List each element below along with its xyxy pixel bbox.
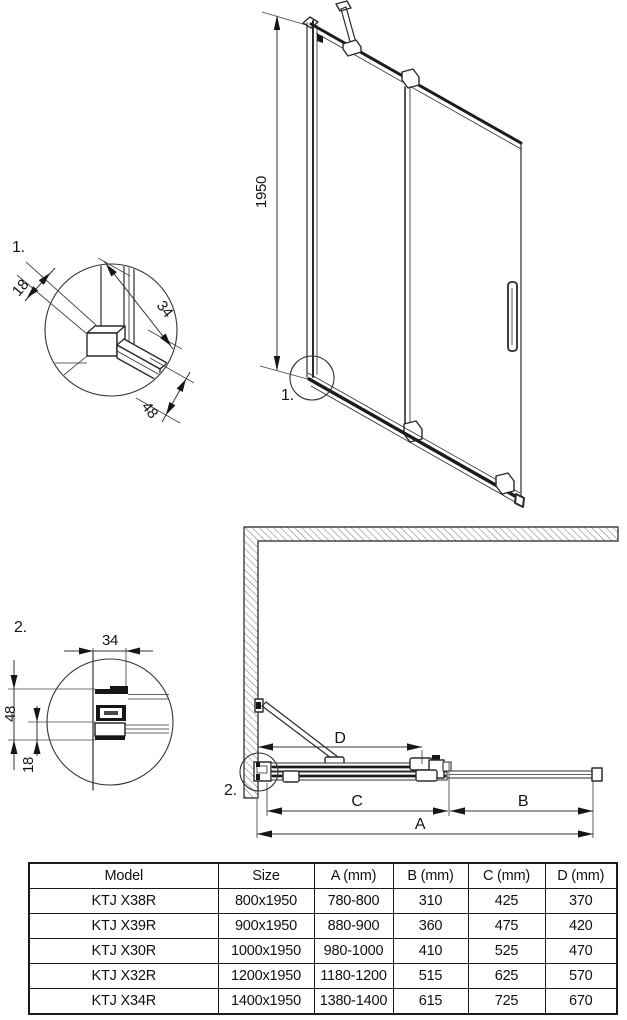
table-cell-size: 1200x1950 [217, 963, 315, 989]
table-cell-c: 425 [467, 888, 546, 914]
table-row: KTJ X38R 800x1950 780-800 310 425 370 [28, 888, 618, 914]
detail-1-view: 1. 18 [9, 239, 195, 424]
table-cell-d: 670 [544, 988, 618, 1015]
table-cell-size: 1400x1950 [217, 988, 315, 1015]
table-cell-d: 570 [544, 963, 618, 989]
detail-2-dim-48-label: 48 [2, 706, 19, 722]
detail-2-dim-48: 48 [2, 660, 95, 770]
door-handle [507, 281, 518, 352]
dimension-c: C [266, 762, 450, 816]
detail-1-dim-18: 18 [9, 261, 97, 335]
dimension-a: A [256, 799, 593, 838]
support-bar [335, 0, 362, 57]
middle-post [401, 68, 423, 443]
column-header-d: D (mm) [544, 862, 618, 889]
plan-view: 2. D C B [224, 526, 619, 838]
callout-2-label: 2. [224, 782, 237, 799]
callout-2: 2. [224, 752, 279, 799]
detail-1-title: 1. [12, 239, 25, 256]
bottom-rail [307, 372, 525, 508]
table-cell-model: KTJ X39R [28, 913, 219, 939]
detail-2-dim-34: 34 [64, 632, 153, 686]
technical-drawing: 1950 [2, 0, 619, 838]
height-dimension: 1950 [253, 11, 314, 381]
wall-section [243, 526, 619, 799]
table-cell-a: 980-1000 [313, 938, 394, 964]
table-cell-b: 310 [392, 888, 469, 914]
detail-1-dim-34: 34 [97, 257, 183, 350]
table-cell-c: 525 [467, 938, 546, 964]
front-perspective-view: 1950 [253, 0, 525, 508]
column-header-model: Model [28, 862, 219, 889]
table-cell-a: 880-900 [313, 913, 394, 939]
table-cell-a: 1180-1200 [313, 963, 394, 989]
plan-sliding-panel [446, 767, 603, 782]
table-cell-size: 800x1950 [217, 888, 315, 914]
table-cell-model: KTJ X34R [28, 988, 219, 1015]
callout-1: 1. [281, 355, 335, 404]
table-header-row: Model Size A (mm) B (mm) C (mm) D (mm) [28, 862, 618, 889]
table-cell-c: 475 [467, 913, 546, 939]
table-cell-b: 410 [392, 938, 469, 964]
callout-1-label: 1. [281, 387, 294, 404]
dimension-d: D [258, 730, 423, 764]
height-dimension-label: 1950 [253, 176, 270, 208]
wall-profile-post [302, 16, 323, 378]
table-row: KTJ X30R 1000x1950 980-1000 410 525 470 [28, 938, 618, 964]
table-cell-c: 725 [467, 988, 546, 1015]
table-row: KTJ X39R 900x1950 880-900 360 475 420 [28, 913, 618, 939]
table-row: KTJ X34R 1400x1950 1380-1400 615 725 670 [28, 988, 618, 1015]
table-cell-d: 370 [544, 888, 618, 914]
spec-table: Model Size A (mm) B (mm) C (mm) D (mm) K… [28, 862, 618, 1015]
table-cell-d: 470 [544, 938, 618, 964]
plan-support-bar [254, 698, 345, 770]
table-cell-a: 1380-1400 [313, 988, 394, 1015]
table-row: KTJ X32R 1200x1950 1180-1200 515 625 570 [28, 963, 618, 989]
table-cell-b: 615 [392, 988, 469, 1015]
table-cell-size: 900x1950 [217, 913, 315, 939]
table-cell-b: 360 [392, 913, 469, 939]
dimension-b: B [450, 781, 594, 838]
table-cell-c: 625 [467, 963, 546, 989]
column-header-b: B (mm) [392, 862, 469, 889]
plan-roller-cluster [409, 755, 452, 782]
table-cell-model: KTJ X38R [28, 888, 219, 914]
detail-2-title: 2. [14, 619, 27, 636]
detail-2-view: 2. 34 [2, 619, 174, 791]
dimension-c-label: C [351, 793, 362, 810]
column-header-c: C (mm) [467, 862, 546, 889]
table-cell-b: 515 [392, 963, 469, 989]
detail-1-section [46, 265, 168, 385]
table-cell-d: 420 [544, 913, 618, 939]
detail-1-dim-48-label: 48 [138, 399, 161, 422]
detail-2-dim-34-label: 34 [102, 632, 118, 649]
dimension-d-label: D [334, 730, 345, 747]
detail-2-dim-18: 18 [20, 706, 95, 773]
detail-2-section [92, 651, 169, 791]
column-header-size: Size [217, 862, 315, 889]
column-header-a: A (mm) [313, 862, 394, 889]
dimension-b-label: B [518, 793, 528, 810]
table-cell-model: KTJ X32R [28, 963, 219, 989]
dimension-a-label: A [415, 816, 426, 833]
table-cell-size: 1000x1950 [217, 938, 315, 964]
detail-2-dim-18-label: 18 [20, 757, 37, 773]
table-cell-model: KTJ X30R [28, 938, 219, 964]
table-cell-a: 780-800 [313, 888, 394, 914]
detail-1-dim-34-label: 34 [153, 298, 176, 321]
